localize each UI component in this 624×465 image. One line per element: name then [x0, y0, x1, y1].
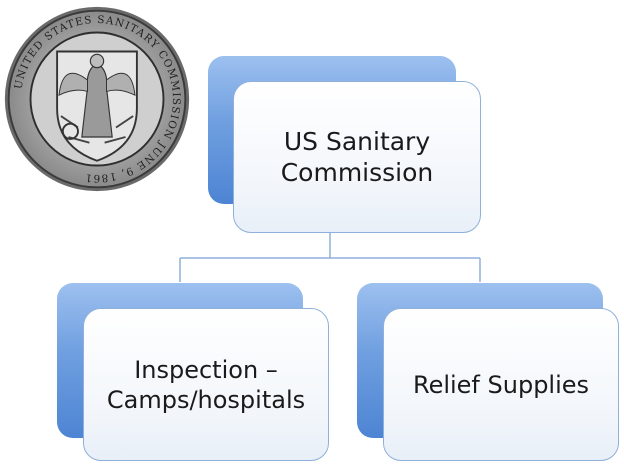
- child-node-inspection: Inspection – Camps/hospitals: [83, 308, 329, 461]
- root-node-label-line2: Commission: [280, 158, 434, 187]
- root-node: US Sanitary Commission: [233, 81, 481, 233]
- child-node-inspection-label-line1: Inspection –: [134, 355, 278, 384]
- child-node-inspection-label-line2: Camps/hospitals: [106, 385, 306, 414]
- root-node-label-line1: US Sanitary: [283, 126, 431, 156]
- child-node-relief-label: Relief Supplies: [412, 370, 590, 399]
- sanitary-commission-seal: UNITED STATES SANITARY COMMISSION JUNE 9…: [2, 4, 192, 194]
- child-node-relief: Relief Supplies: [383, 308, 619, 461]
